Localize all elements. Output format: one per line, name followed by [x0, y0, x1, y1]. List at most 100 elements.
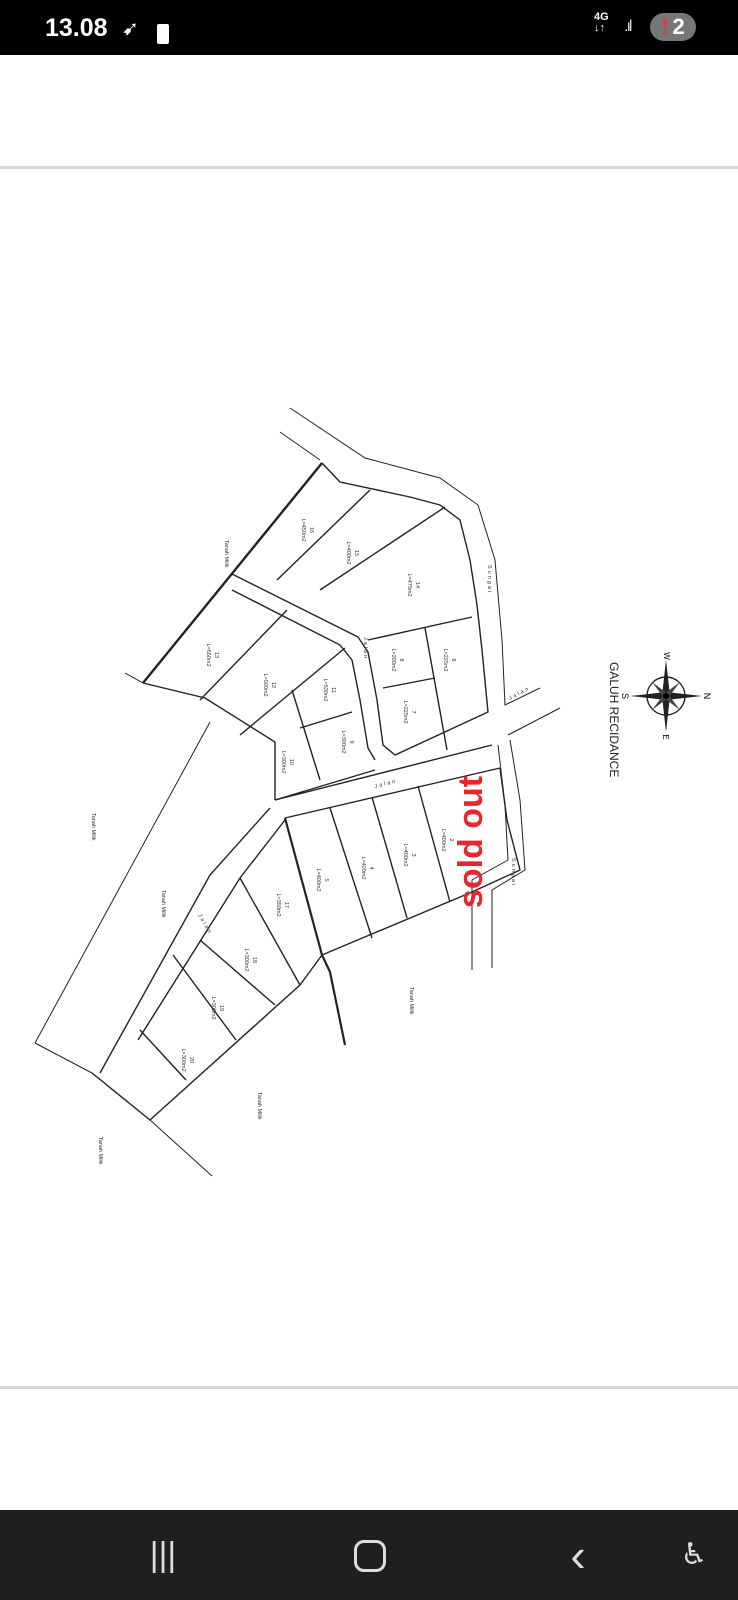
- land-label: Tanah Milik: [256, 1092, 262, 1120]
- home-button[interactable]: [340, 1532, 400, 1578]
- lot-number: 7: [410, 710, 416, 713]
- plan-line: [124, 672, 144, 684]
- signal-icon: .ıl: [624, 18, 633, 35]
- lot-area: L=300m2: [243, 948, 249, 971]
- compass-w: W: [662, 652, 671, 660]
- lot-number: 11: [330, 687, 336, 693]
- plan-line: [34, 1042, 93, 1074]
- road-label: Jalan: [362, 637, 368, 660]
- status-bar: 13.08 ➹ 4G↓↑ .ıl !2: [0, 0, 738, 55]
- clock: 13.08: [45, 14, 108, 42]
- sold-out-stamp: sold out: [452, 776, 490, 908]
- lot-area: L=650m2: [205, 643, 211, 666]
- lot-area: L=400m2: [345, 541, 351, 564]
- lot-number: 20: [188, 1057, 194, 1063]
- lot-number: 5: [323, 878, 329, 881]
- lot-area: L=200m2: [390, 648, 396, 671]
- road-edge: [231, 589, 376, 761]
- plan-line: [199, 609, 288, 701]
- plan-line: [329, 807, 373, 939]
- plan-line: 9L=300m2: [340, 730, 354, 753]
- image-top-border: [0, 166, 738, 169]
- plan-line: [143, 590, 232, 683]
- lot-area: L=300m2: [210, 996, 216, 1019]
- lot-area: L=400m2: [402, 843, 408, 866]
- plan-line: [139, 1029, 187, 1081]
- plan-line: [299, 711, 353, 729]
- site-plan[interactable]: 2L=400m2 3L=400m2 4L=420m2 5L=400m2 6L=2…: [0, 0, 738, 1510]
- plan-lines: [34, 407, 561, 1177]
- plan-line: [371, 796, 408, 919]
- plan-line: [199, 939, 276, 1006]
- lot-area: L=450m2: [300, 518, 306, 541]
- boundary: [91, 954, 323, 1121]
- road-edge: [284, 767, 501, 819]
- lot-number: 4: [368, 866, 374, 869]
- lot-number: 10: [288, 759, 294, 765]
- plan-line: 15L=400m2: [345, 541, 359, 564]
- lot-number: 13: [213, 652, 219, 658]
- plan-line: [417, 785, 451, 903]
- boundary: [142, 462, 323, 684]
- boundary: [283, 817, 347, 1046]
- lot-area: L=225m2: [402, 700, 408, 723]
- road-label: Jalan: [374, 779, 398, 790]
- bird-notification-icon: ➹: [122, 18, 139, 40]
- plan-line: 6L=225m2: [442, 648, 456, 671]
- notification-badge[interactable]: !2: [650, 13, 696, 41]
- road-edge: [507, 707, 561, 736]
- recents-button[interactable]: |||: [149, 1536, 177, 1574]
- lot-number: 3: [410, 853, 416, 856]
- battery-alert-icon: [157, 24, 169, 44]
- lot-labels: 2L=400m2 3L=400m2 4L=420m2 5L=400m2 6L=2…: [180, 518, 456, 1071]
- river-label: Sungai: [510, 858, 516, 887]
- lot-area: L=475m2: [406, 573, 412, 596]
- road-edge: [99, 807, 271, 1074]
- plan-line: [34, 721, 211, 1044]
- accessibility-icon: ♿︎: [680, 1538, 708, 1571]
- boundary: [321, 767, 521, 956]
- plan-line: 2L=400m2: [440, 828, 454, 851]
- plan-line: 5L=400m2: [315, 868, 329, 891]
- network-type: 4G↓↑: [594, 11, 609, 34]
- plan-line: 19L=300m2: [210, 996, 224, 1019]
- compass-s: S: [620, 693, 630, 699]
- plan-line: 8L=200m2: [390, 648, 404, 671]
- plan-line: [382, 677, 436, 689]
- lot-number: 2: [448, 838, 454, 841]
- lot-area: L=300m2: [280, 750, 286, 773]
- lot-area: L=400m2: [315, 868, 321, 891]
- plan-line: [319, 506, 446, 591]
- boundary: [231, 462, 489, 756]
- plan-line: [291, 689, 321, 781]
- land-label: Tanah Milik: [97, 1137, 103, 1165]
- river-bank: [279, 431, 321, 461]
- plan-line: [239, 877, 301, 986]
- land-label: Tanah Milik: [90, 813, 96, 841]
- plan-line: 4L=420m2: [360, 856, 374, 879]
- plan-line: 3L=400m2: [402, 843, 416, 866]
- plan-line: 12L=500m2: [262, 673, 276, 696]
- accessibility-button[interactable]: ♿︎: [664, 1532, 724, 1578]
- lot-number: 19: [218, 1005, 224, 1011]
- lot-number: 17: [283, 902, 289, 908]
- home-icon: [354, 1540, 386, 1572]
- plan-line: 11L=530m2: [322, 678, 336, 701]
- lot-area: L=350m2: [275, 893, 281, 916]
- back-button[interactable]: ‹: [570, 1529, 586, 1581]
- river-bank: [491, 739, 526, 968]
- road-edge: [274, 744, 493, 801]
- plan-line: 18L=300m2: [243, 948, 257, 971]
- lot-number: 14: [414, 582, 420, 588]
- lot-area: L=300m2: [340, 730, 346, 753]
- plan-line: [149, 1119, 213, 1177]
- lot-area: L=530m2: [322, 678, 328, 701]
- compass-rose-icon: W N S E: [620, 652, 712, 739]
- lot-number: 12: [270, 682, 276, 688]
- land-label: Tanah Milik: [223, 540, 229, 568]
- plan-line: [274, 769, 376, 801]
- lot-number: 6: [450, 658, 456, 661]
- boundary: [142, 682, 276, 800]
- land-label: Tanah Milik: [408, 987, 414, 1015]
- lot-area: L=400m2: [440, 828, 446, 851]
